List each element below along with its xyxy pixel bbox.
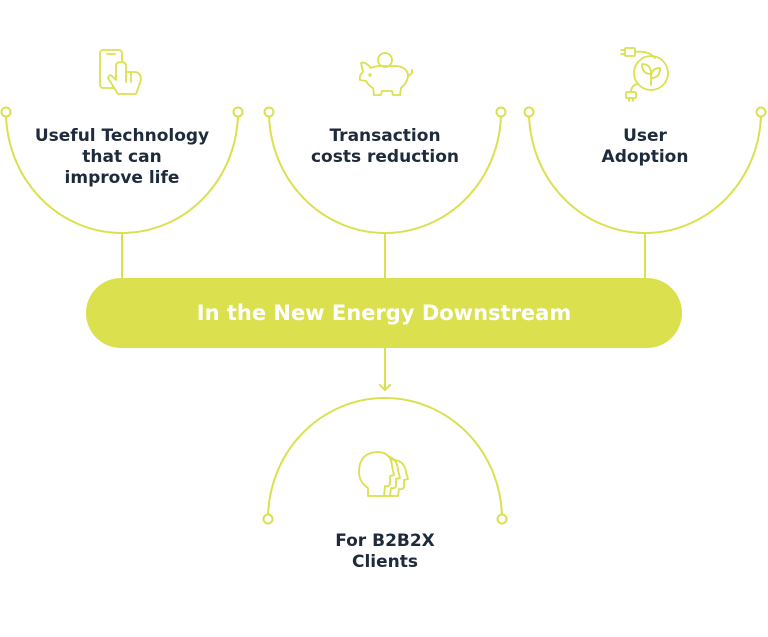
label-line: Transaction bbox=[329, 126, 441, 146]
label-line: that can bbox=[82, 147, 162, 167]
pillar-label-transaction-costs: Transaction costs reduction bbox=[263, 126, 507, 168]
endpoint-dot bbox=[523, 106, 535, 118]
label-line: Useful Technology bbox=[34, 126, 210, 146]
endpoint-dot bbox=[0, 106, 12, 118]
eco-plug-icon bbox=[620, 47, 669, 102]
label-line: costs reduction bbox=[310, 147, 460, 167]
central-pill: In the New Energy Downstream bbox=[86, 278, 682, 348]
endpoint-dot bbox=[262, 513, 274, 525]
people-heads-icon bbox=[358, 451, 409, 497]
central-pill-label: In the New Energy Downstream bbox=[196, 301, 572, 325]
label-line: Clients bbox=[351, 552, 418, 572]
endpoint-dot bbox=[755, 106, 767, 118]
endpoint-dot bbox=[496, 513, 508, 525]
piggy-bank-icon bbox=[358, 52, 414, 96]
pillar-label-user-adoption: User Adoption bbox=[523, 126, 767, 168]
smartphone-touch-icon bbox=[99, 49, 142, 95]
label-line: For B2B2X bbox=[335, 531, 435, 551]
pillar-label-useful-technology: Useful Technology that can improve life bbox=[0, 126, 244, 189]
label-line: improve life bbox=[64, 168, 180, 188]
client-label: For B2B2X Clients bbox=[263, 531, 507, 573]
endpoint-dot bbox=[232, 106, 244, 118]
down-arrow-head bbox=[379, 384, 391, 391]
client-arc bbox=[267, 397, 503, 520]
endpoint-dot bbox=[263, 106, 275, 118]
label-line: User bbox=[623, 126, 667, 146]
label-line: Adoption bbox=[601, 147, 689, 167]
endpoint-dot bbox=[495, 106, 507, 118]
